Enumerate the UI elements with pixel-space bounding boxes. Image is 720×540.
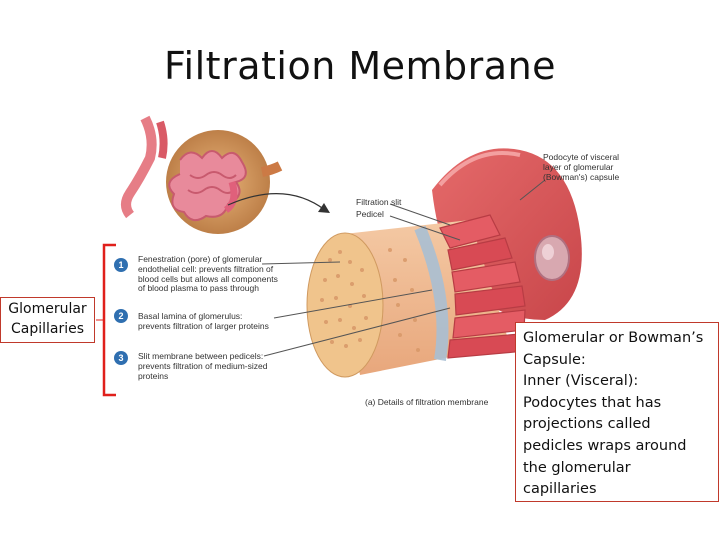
item-slit-membrane-text: Slit membrane between pedicels: prevents… xyxy=(138,351,268,381)
item-number-badge: 1 xyxy=(114,258,128,272)
item-text-line: endothelial cell: prevents filtration of xyxy=(138,263,274,274)
glomerulus-overview xyxy=(121,115,283,234)
podocyte-label-line: (Bowman's) capsule xyxy=(543,171,620,182)
fenestration-pores xyxy=(320,248,420,352)
pedicel-label: Pedicel xyxy=(356,209,384,219)
diagram-caption: (a) Details of filtration membrane xyxy=(365,397,489,407)
item-text-line: proteins xyxy=(138,370,169,381)
leader-lines xyxy=(261,179,546,357)
callout-line: Glomerular xyxy=(8,301,87,317)
filtration-slit-label: Filtration slit xyxy=(356,197,402,207)
pedicels xyxy=(439,214,526,359)
overview-arrow xyxy=(227,193,326,211)
basal-lamina xyxy=(414,225,449,361)
callout-line: projections called xyxy=(523,416,651,433)
item-fenestration-text: Fenestration (pore) of glomerular endoth… xyxy=(138,254,278,294)
item-text-line: Slit membrane between pedicels: xyxy=(138,351,264,361)
podocyte-label-line: Podocyte of visceral xyxy=(543,152,620,162)
item-number-badge: 2 xyxy=(114,309,128,323)
callout-line: the glomerular xyxy=(523,459,631,476)
item-basal-lamina-text: Basal lamina of glomerulus: prevents fil… xyxy=(138,311,269,332)
item-text-line: Basal lamina of glomerulus: xyxy=(138,311,243,321)
podocyte-label: Podocyte of visceral layer of glomerular… xyxy=(543,152,620,182)
callout-line: Capsule: xyxy=(523,351,586,368)
callout-line: Capillaries xyxy=(10,321,85,337)
page-title: Filtration Membrane xyxy=(163,44,557,88)
item-text-line: prevents filtration of medium-sized xyxy=(138,360,268,371)
item-number-badge: 3 xyxy=(114,351,128,365)
callout-line: capillaries xyxy=(523,481,597,498)
callout-line: Podocytes that has xyxy=(523,394,662,411)
bowmans-capsule-callout: Glomerular or Bowman’s Capsule: Inner (V… xyxy=(515,322,719,502)
callout-line: pedicles wraps around xyxy=(523,437,687,454)
item-text-line: blood cells but allows all components xyxy=(138,273,278,284)
callout-line: Glomerular or Bowman’s xyxy=(523,330,704,346)
overview-arrowhead xyxy=(318,203,330,213)
item-text-line: Fenestration (pore) of glomerular xyxy=(138,254,263,264)
item-text-line: of blood plasma to pass through xyxy=(138,283,259,294)
callout-line: Inner (Visceral): xyxy=(523,373,639,390)
glomerular-capillaries-callout: Glomerular Capillaries xyxy=(0,297,95,343)
podocyte-label-line: layer of glomerular xyxy=(543,161,614,172)
item-text-line: prevents filtration of larger proteins xyxy=(138,320,269,331)
